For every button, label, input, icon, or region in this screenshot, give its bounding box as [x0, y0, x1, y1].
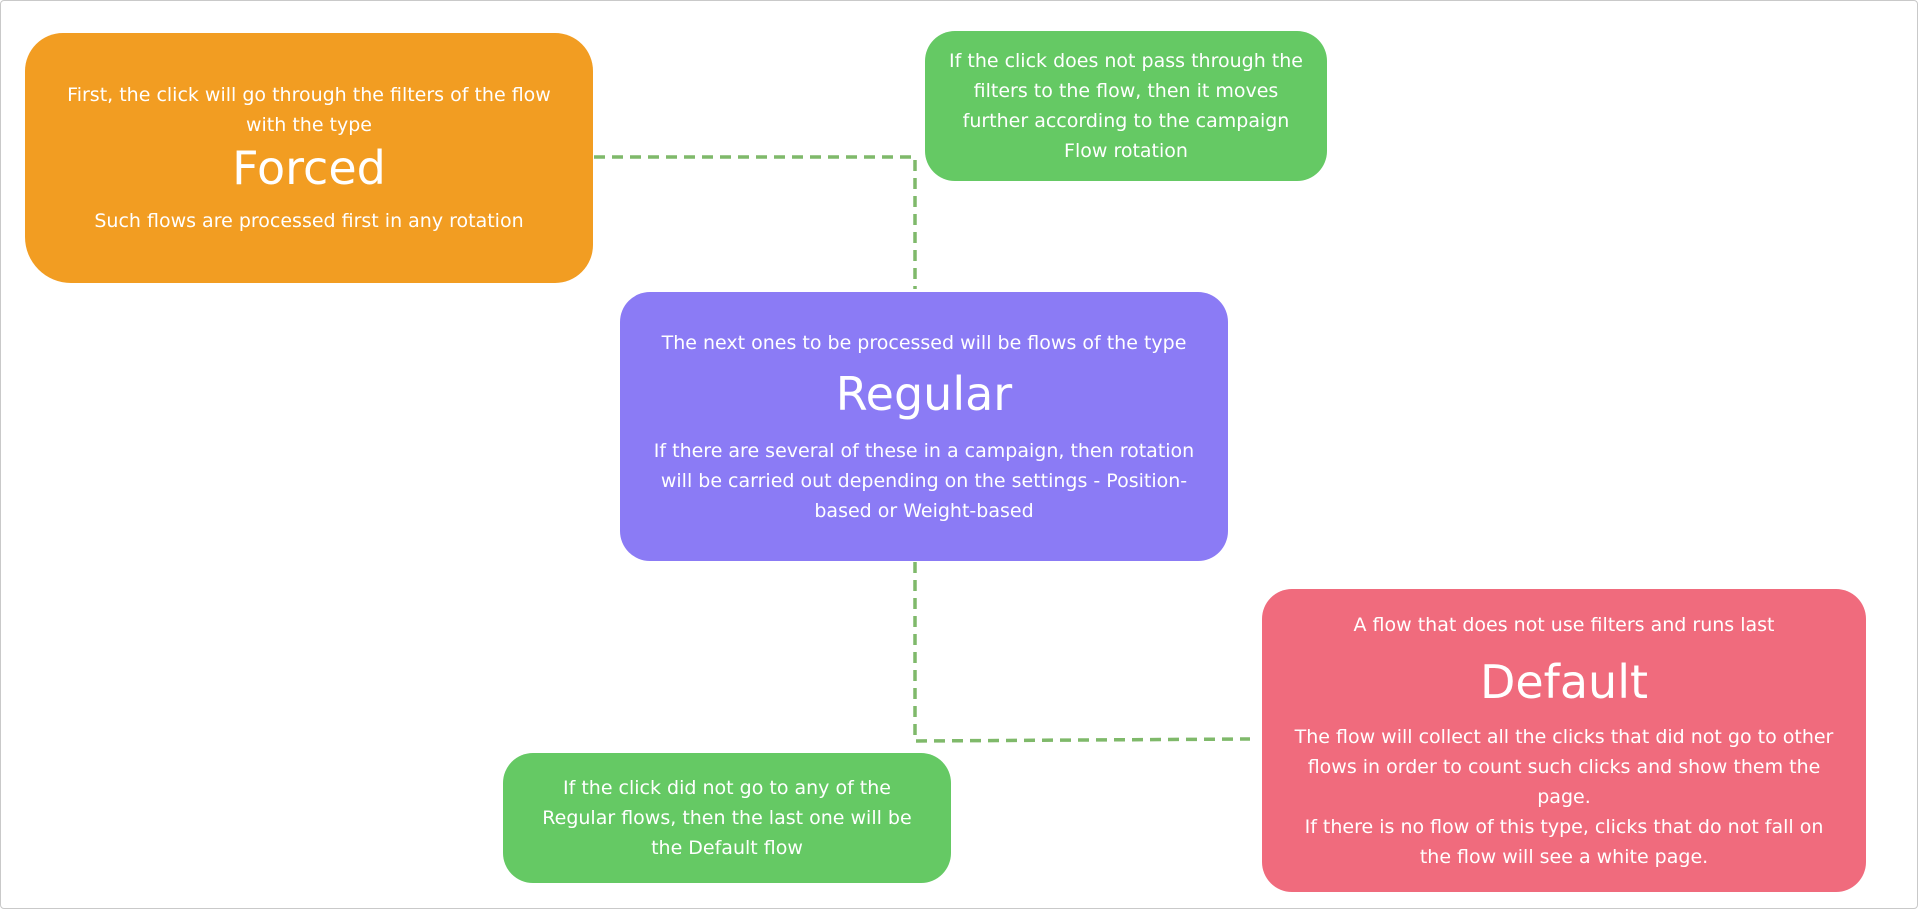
default-description-1: The flow will collect all the clicks tha…: [1294, 725, 1834, 808]
default-description-2: If there is no flow of this type, clicks…: [1304, 815, 1824, 868]
default-intro: A flow that does not use filters and run…: [1353, 613, 1775, 636]
forced-title: Forced: [232, 141, 386, 195]
regular-flow-box: The next ones to be processed will be fl…: [620, 292, 1228, 561]
regular-intro: The next ones to be processed will be fl…: [661, 331, 1187, 354]
connector-forced-to-regular: [594, 155, 917, 289]
forced-description: Such flows are processed first in any ro…: [94, 210, 524, 232]
filter-fallthrough-note: If the click does not pass through the f…: [925, 31, 1327, 181]
regular-title: Regular: [835, 366, 1013, 421]
filter-fallthrough-text: If the click does not pass through the f…: [949, 50, 1303, 162]
default-title: Default: [1479, 654, 1649, 709]
default-flow-box: A flow that does not use filters and run…: [1262, 589, 1866, 892]
default-fallback-text: If the click did not go to any of the Re…: [542, 777, 912, 859]
regular-description: If there are several of these in a campa…: [653, 439, 1195, 522]
connector-regular-to-default: [913, 562, 1251, 743]
forced-flow-box: First, the click will go through the fil…: [25, 33, 593, 283]
forced-intro: First, the click will go through the fil…: [67, 84, 551, 136]
default-fallback-note: If the click did not go to any of the Re…: [503, 753, 951, 883]
